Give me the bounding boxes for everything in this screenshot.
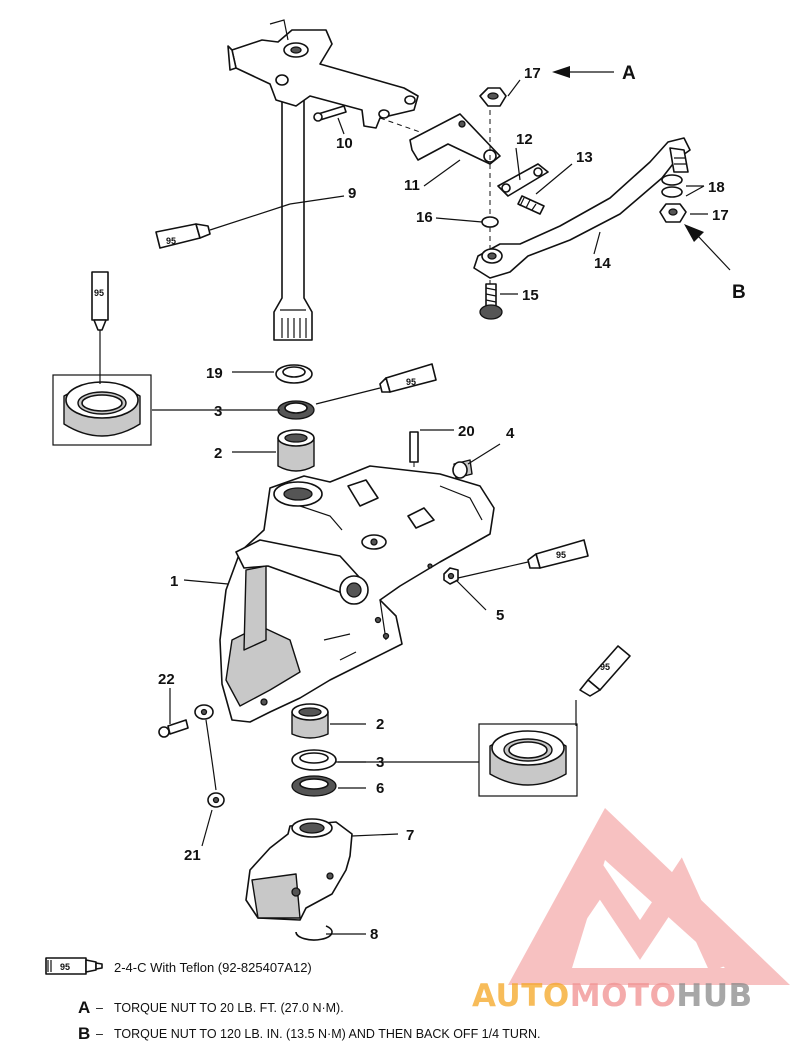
svg-text:95: 95: [406, 377, 416, 387]
note-b-letter: B: [78, 1024, 90, 1043]
watermark-logo: [508, 808, 790, 985]
torque-notes: A – TORQUE NUT TO 20 LB. FT. (27.0 N·M).…: [78, 998, 541, 1043]
callout-5: 5: [496, 607, 504, 624]
part-ring-19: [275, 364, 313, 384]
watermark-text: AUTOMOTOHUB: [472, 978, 753, 1014]
part-washer-16: [481, 216, 499, 228]
callout-21: 21: [184, 847, 201, 864]
part-washers-18: [661, 174, 683, 198]
svg-text:95: 95: [166, 236, 176, 246]
part-screw-22: [158, 719, 189, 738]
callout-17-top: 17: [524, 65, 541, 82]
note-b-text: TORQUE NUT TO 120 LB. IN. (13.5 N·M) AND…: [114, 1027, 541, 1041]
part-grease-fitting-5: [443, 567, 459, 585]
detail-inset-seal-left: [52, 374, 152, 446]
lubricant-tube-lower: 95: [579, 645, 631, 697]
callout-3-lower: 3: [376, 754, 384, 771]
detail-inset-seal-right: [478, 723, 578, 797]
callout-17-right: 17: [712, 207, 729, 224]
part-nut-17-top: [479, 87, 507, 107]
callout-18: 18: [708, 179, 725, 196]
part-link-12: [497, 163, 549, 197]
part-seal-3-lower: [291, 749, 337, 771]
callout-9: 9: [348, 185, 356, 202]
callout-10: 10: [336, 135, 353, 152]
legend-text: 2-4-C With Teflon (92-825407A12): [114, 960, 312, 975]
callout-19: 19: [206, 365, 223, 382]
note-a-letter: A: [78, 998, 90, 1017]
svg-text:95: 95: [556, 550, 566, 560]
part-bolt-10: [313, 105, 347, 122]
part-bushing-4: [452, 459, 473, 479]
part-nut-17-right: [659, 203, 687, 223]
callout-11: 11: [404, 177, 420, 194]
callout-12: 12: [516, 131, 533, 148]
svg-text:95: 95: [600, 662, 610, 672]
letter-b: B: [732, 282, 746, 303]
lubricant-tube-left: 95: [155, 223, 211, 249]
callout-2-lower: 2: [376, 716, 384, 733]
callout-6: 6: [376, 780, 384, 797]
callout-22: 22: [158, 671, 175, 688]
part-lower-yoke-7: [245, 818, 353, 921]
lubricant-tube-mid: 95: [379, 363, 437, 393]
callout-15: 15: [522, 287, 539, 304]
part-swivel-bracket-1: [219, 465, 495, 723]
callout-8: 8: [370, 926, 378, 943]
note-b-dash: –: [96, 1027, 103, 1041]
part-bushing-2-lower: [291, 703, 329, 739]
svg-text:AUTOMOTOHUB: AUTOMOTOHUB: [472, 978, 753, 1014]
callout-2-upper: 2: [214, 445, 222, 462]
part-ring-6: [291, 775, 337, 797]
lubricant-tube-upper: 95: [91, 271, 109, 331]
note-a-text: TORQUE NUT TO 20 LB. FT. (27.0 N·M).: [114, 1001, 344, 1015]
callout-numbers: 1 2 2 3 3 4 5 6 7 8 9 10 11 12 13 14 15 …: [158, 63, 746, 943]
callout-7: 7: [406, 827, 414, 844]
legend: 95 2-4-C With Teflon (92-825407A12): [45, 957, 312, 975]
letter-a: A: [622, 63, 636, 84]
part-seal-3-upper: [277, 400, 315, 420]
lubricant-tube-right: 95: [527, 539, 589, 569]
note-a-dash: –: [96, 1001, 103, 1015]
part-bolt-15: [479, 283, 503, 320]
part-pin-20: [409, 431, 419, 463]
callout-4: 4: [506, 425, 515, 442]
legend-tube-label: 95: [60, 962, 70, 972]
part-ground-strap-21: [194, 704, 225, 808]
leader-lines: [99, 66, 731, 935]
part-bushing-2-upper: [277, 429, 315, 472]
svg-text:95: 95: [94, 288, 104, 298]
callout-14: 14: [594, 255, 611, 272]
part-steering-shaft: [227, 19, 419, 341]
part-bolt-13: [517, 195, 545, 215]
part-link-rod-14: [473, 137, 691, 279]
part-snap-ring-8: [295, 925, 333, 941]
callout-20: 20: [458, 423, 475, 440]
callout-13: 13: [576, 149, 593, 166]
callout-3-upper: 3: [214, 403, 222, 420]
part-bracket-11: [409, 113, 501, 165]
callout-16: 16: [416, 209, 433, 226]
callout-1: 1: [170, 573, 178, 590]
